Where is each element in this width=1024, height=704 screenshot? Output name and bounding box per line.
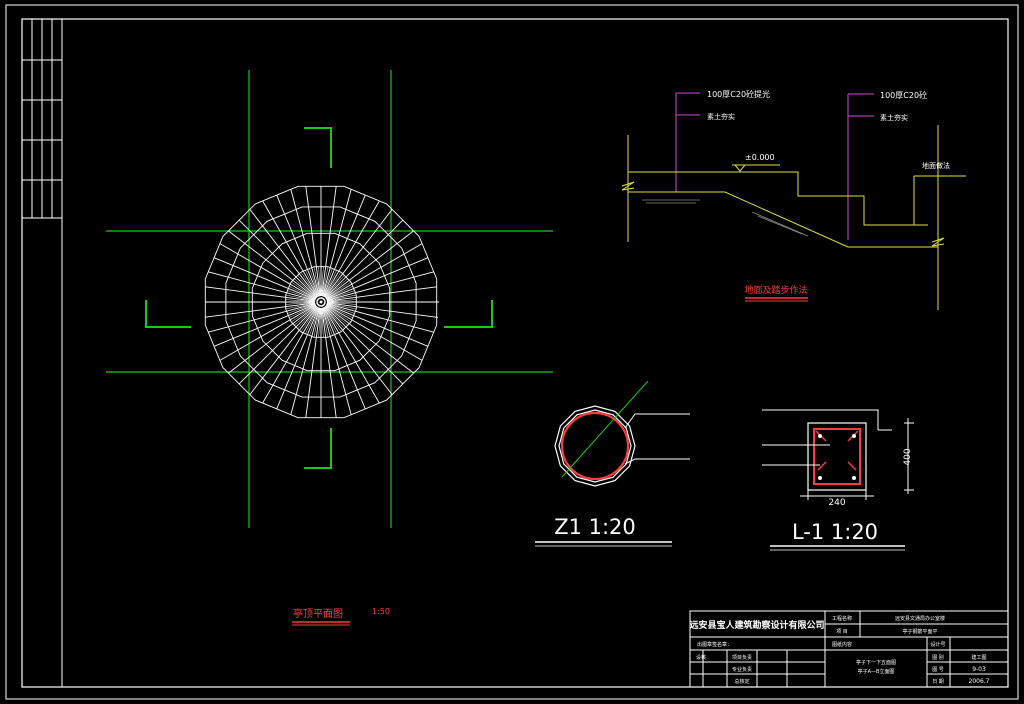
stamp-label: 出图章签名章： bbox=[697, 641, 732, 648]
date-label: 日 期 bbox=[932, 679, 944, 685]
binding-strip bbox=[22, 18, 63, 687]
drawing-num-label: 图 号 bbox=[932, 667, 944, 673]
plan-title: 亭顶平面图 bbox=[293, 607, 343, 620]
step-section: 100厚C20砼提光 素土夯实 100厚C20砼 素土夯实 ±0.000 地面做… bbox=[621, 89, 966, 310]
title-block bbox=[689, 610, 1009, 688]
leader-lines-magenta bbox=[675, 92, 874, 240]
design-num-label: 设计号 bbox=[930, 641, 945, 648]
item-label: 项 目 bbox=[836, 629, 848, 635]
axis-lines bbox=[106, 70, 553, 528]
corner-brackets bbox=[145, 127, 493, 469]
date: 2006.7 bbox=[969, 678, 990, 685]
approver3-label: 专业负责 bbox=[732, 666, 752, 673]
plan-scale: 1:50 bbox=[372, 607, 390, 616]
soil-hatch bbox=[642, 199, 809, 237]
column-z1: Z1 1:20 bbox=[535, 380, 690, 547]
proj-name-label: 工程名称 bbox=[832, 615, 852, 622]
roof-plan bbox=[204, 185, 439, 419]
ground-label: 地面做法 bbox=[922, 161, 950, 170]
outer-frame bbox=[5, 4, 1019, 700]
drawing-content-label: 图纸内容 bbox=[832, 641, 852, 648]
level-marker bbox=[732, 164, 780, 172]
beam-height: 400 bbox=[903, 448, 913, 465]
level-label: ±0.000 bbox=[745, 153, 775, 162]
drawing-border bbox=[21, 18, 1009, 688]
drawing-num: 9-03 bbox=[972, 666, 986, 673]
label-a2: 素土夯实 bbox=[707, 112, 735, 121]
plan-view bbox=[106, 70, 553, 528]
beam-title: L-1 1:20 bbox=[792, 520, 878, 544]
label-a1: 100厚C20砼提光 bbox=[707, 89, 770, 99]
item-value: 亭子钢筋平面平 bbox=[902, 628, 937, 635]
approver4-label: 总核定 bbox=[734, 678, 749, 685]
roof-center bbox=[316, 297, 326, 307]
section-title: 地面及踏步作法 bbox=[744, 284, 807, 296]
beam-l1: 240 400 L-1 1:20 bbox=[762, 409, 914, 551]
beam-width: 240 bbox=[828, 498, 845, 508]
roof-center-dot bbox=[319, 300, 323, 304]
drawing-type: 建工图 bbox=[971, 654, 986, 661]
approver-label: 设核 bbox=[696, 654, 706, 661]
company-name: 远安县宝人建筑勘察设计有限公司 bbox=[689, 619, 824, 631]
drawing-content-2: 亭子A—B立面图 bbox=[858, 668, 895, 675]
label-b2: 素土夯实 bbox=[880, 113, 908, 122]
ground-profile bbox=[621, 125, 966, 310]
title-block-text: 远安县宝人建筑勘察设计有限公司 工程名称 远安县文通局办公室楼 项 目 亭子钢筋… bbox=[689, 615, 989, 685]
proj-name: 远安县文通局办公室楼 bbox=[895, 615, 945, 622]
label-b1: 100厚C20砼 bbox=[880, 90, 927, 100]
drawing-type-label: 图 别 bbox=[932, 654, 944, 661]
approver2-label: 项目负责 bbox=[732, 654, 752, 661]
column-title: Z1 1:20 bbox=[554, 515, 636, 539]
drawing-content-1: 亭子下一下五面图 bbox=[856, 659, 896, 666]
